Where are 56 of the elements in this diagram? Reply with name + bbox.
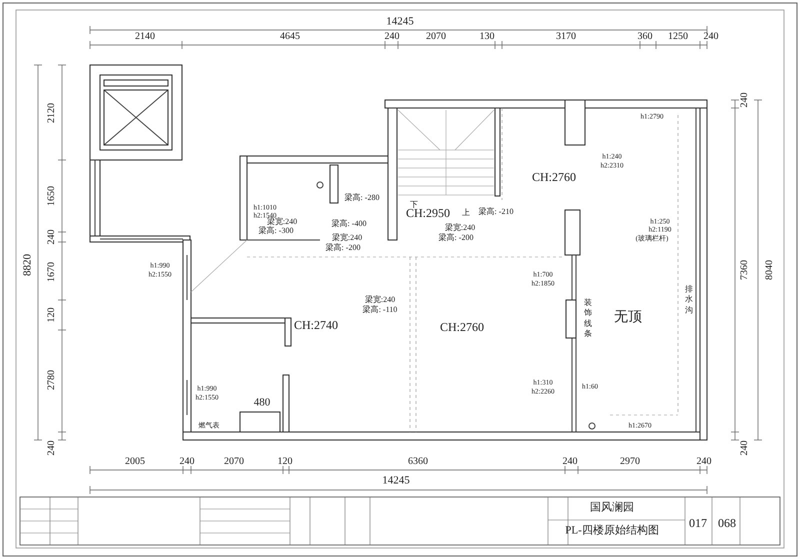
dimension-label: 1670 (47, 262, 57, 282)
dimension-label: 14245 (386, 16, 414, 28)
dimension-label: 2005 (125, 457, 145, 467)
beam-label: 梁高: -400 (332, 220, 366, 228)
dimension-label: 240 (384, 32, 400, 42)
dimension-label: 240 (180, 457, 194, 467)
dimension-label: 14245 (382, 476, 410, 486)
dimension-label: 240 (562, 457, 578, 467)
beam-label: 梁高: -200 (326, 244, 360, 252)
beam-label: 梁宽:240 (444, 224, 476, 232)
dimension-label: 2070 (426, 32, 446, 42)
dimension-label: 1250 (668, 32, 688, 42)
dimension-label: 6360 (408, 457, 428, 467)
beam-label: 梁高: -210 (478, 208, 514, 216)
sheet-number: 017 (689, 517, 707, 529)
dimension-label: 240 (704, 32, 718, 42)
dimension-label: 120 (47, 308, 57, 322)
beam-label: 梁宽:240 (332, 234, 362, 242)
beam-label: 梁宽:240 (364, 296, 396, 304)
dimension-label: 120 (278, 457, 292, 467)
dimension-label: 480 (254, 398, 270, 408)
beam-label: 梁高: -110 (362, 306, 398, 314)
ceiling-height-label: CH:2740 (294, 319, 338, 331)
dimension-label: 240 (740, 440, 750, 456)
stair-direction-label: 下 (410, 201, 418, 209)
dimension-label: 3170 (556, 32, 576, 42)
dimension-label: 240 (47, 230, 57, 244)
trim-note: 装饰线条 (584, 298, 592, 340)
ceiling-height-label: CH:2950 (406, 207, 450, 219)
dimension-label: 4645 (280, 32, 300, 42)
dimension-label: 240 (740, 92, 750, 108)
ceiling-height-label: CH:2760 (440, 321, 484, 333)
dimension-label: 240 (696, 457, 712, 467)
dimension-label: 2970 (620, 457, 640, 467)
drain-label: 排水沟 (684, 284, 694, 316)
beam-label: 梁高: -280 (344, 194, 380, 202)
stair-direction-label: 上 (462, 209, 470, 217)
beam-label: 梁宽:240 (266, 218, 298, 226)
room-label: 无顶 (614, 311, 642, 325)
beam-label: 梁高: -200 (438, 234, 474, 242)
dimension-label: 2070 (224, 457, 244, 467)
dimension-label: 2120 (47, 103, 57, 123)
dimension-label: 8040 (765, 260, 775, 280)
dimension-label: 1650 (47, 186, 57, 206)
dimension-label: 2140 (135, 32, 155, 42)
dimension-label: 2780 (47, 370, 57, 390)
beam-label: 梁高: -300 (258, 227, 294, 235)
ceiling-height-label: CH:2760 (532, 171, 576, 183)
dimension-label: 240 (47, 440, 57, 456)
dimension-label: 130 (480, 32, 494, 42)
drawing-title: PL-四楼原始结构图 (565, 526, 659, 536)
sheet-number: 068 (718, 517, 736, 529)
dimension-label: 8820 (22, 254, 34, 276)
dimension-label: 360 (638, 32, 652, 42)
project-name: 国风澜园 (590, 502, 634, 514)
dimension-label: 7360 (740, 260, 750, 280)
